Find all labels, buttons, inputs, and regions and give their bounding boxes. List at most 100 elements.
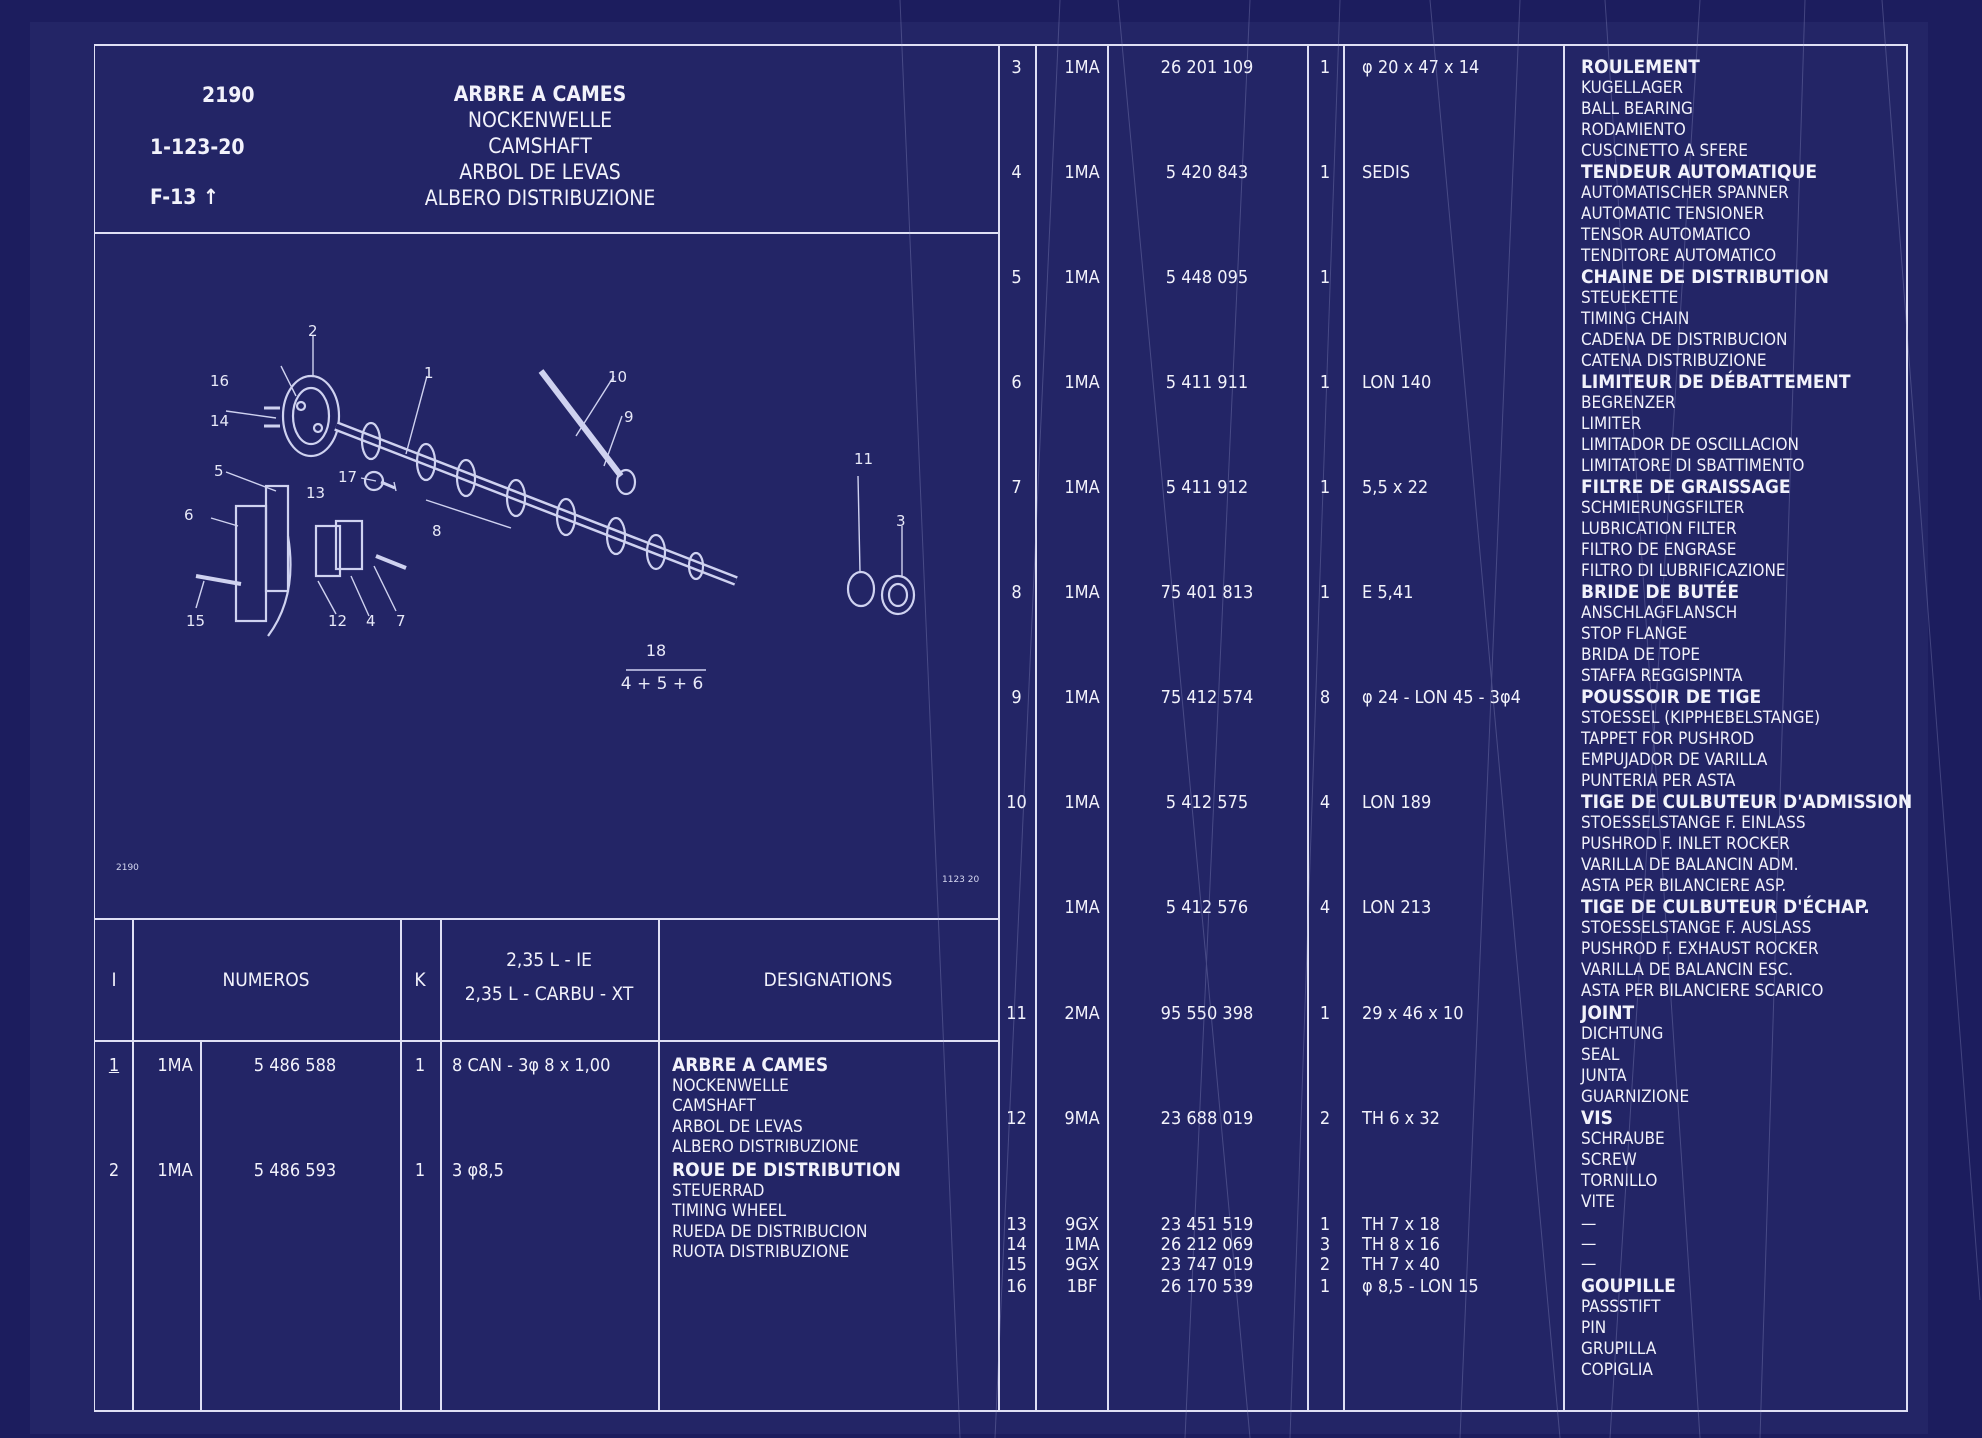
row-designation: STAFFA REGGISPINTA (1581, 666, 1743, 686)
row-number: 26 170 539 (1160, 1276, 1254, 1297)
row-designation: SCHMIERUNGSFILTER (1581, 498, 1745, 518)
row-designation: RODAMIENTO (1581, 120, 1686, 140)
row-number: 26 212 069 (1160, 1234, 1254, 1255)
row-designation-main: ROULEMENT (1581, 56, 1700, 78)
row-designation: JUNTA (1581, 1066, 1627, 1086)
row-qty: 1 (1319, 267, 1331, 288)
callout-label: 11 (854, 450, 873, 468)
grid-line (1906, 44, 1908, 1412)
callout-label: 14 (210, 412, 229, 430)
header-title: CAMSHAFT (488, 134, 592, 158)
callout-label: 10 (608, 368, 627, 386)
row-designation: STEUEKETTE (1581, 288, 1679, 308)
grid-line (94, 44, 1908, 46)
row-number: 95 550 398 (1160, 1003, 1254, 1024)
row-spec: TH 7 x 40 (1362, 1254, 1440, 1275)
row-spec: SEDIS (1362, 162, 1411, 183)
row-spec: φ 24 - LON 45 - 3φ4 (1362, 687, 1521, 708)
grid-line (400, 918, 402, 1412)
row-code: 2MA (1064, 1003, 1100, 1024)
grid-line (1343, 44, 1345, 1412)
row-qty: 1 (1319, 1003, 1331, 1024)
row-number: 75 401 813 (1160, 582, 1254, 603)
row-spec: φ 20 x 47 x 14 (1362, 57, 1480, 78)
row-designation: FILTRO DE ENGRASE (1581, 540, 1737, 560)
row-item: 4 (1011, 162, 1022, 183)
row-qty: 1 (1319, 162, 1331, 183)
group-code: 1-123-20 (150, 135, 245, 159)
row-designation: BEGRENZER (1581, 393, 1676, 413)
callout-label: 12 (328, 612, 347, 630)
row-spec: LON 189 (1362, 792, 1432, 813)
header-title: ARBRE A CAMES (453, 82, 627, 106)
grid-line (132, 918, 134, 1412)
row-designation: STOESSELSTANGE F. EINLASS (1581, 813, 1806, 833)
grid-line (94, 1040, 998, 1042)
row-designation: GUARNIZIONE (1581, 1087, 1690, 1107)
row-designation: PUSHROD F. INLET ROCKER (1581, 834, 1790, 854)
row-designation: FILTRO DI LUBRIFICAZIONE (1581, 561, 1786, 581)
header-title: ALBERO DISTRIBUZIONE (424, 186, 656, 210)
grid-line (94, 44, 95, 1412)
row-spec: 5,5 x 22 (1362, 477, 1429, 498)
row-number: 5 486 588 (253, 1055, 337, 1076)
row-designation: ARBOL DE LEVAS (672, 1116, 803, 1137)
row-designation-main: ROUE DE DISTRIBUTION (672, 1159, 901, 1181)
row-designation: AUTOMATIC TENSIONER (1581, 204, 1765, 224)
row-designation: PUNTERIA PER ASTA (1581, 771, 1736, 791)
row-designation: CUSCINETTO A SFERE (1581, 141, 1748, 161)
row-designation: STOP FLANGE (1581, 624, 1688, 644)
row-item: 6 (1011, 372, 1022, 393)
row-designation: DICHTUNG (1581, 1024, 1664, 1044)
callout-label: 7 (396, 612, 406, 630)
row-designation-main: CHAINE DE DISTRIBUTION (1581, 266, 1829, 288)
header-version-2: 2,35 L - CARBU - XT (464, 983, 634, 1005)
callout-label: 9 (624, 408, 634, 426)
row-designation: GRUPILLA (1581, 1339, 1657, 1359)
callout-label: 2 (308, 322, 318, 340)
row-spec: φ 8,5 - LON 15 (1362, 1276, 1479, 1297)
row-item: 16 (1006, 1276, 1027, 1297)
row-designation: LIMITER (1581, 414, 1642, 434)
row-item: 14 (1006, 1234, 1027, 1255)
diagram-corner-right: 1123 20 (942, 875, 979, 885)
arrow-up-icon: ↑ (196, 185, 219, 209)
row-designation: SCHRAUBE (1581, 1129, 1665, 1149)
row-item: 11 (1006, 1003, 1027, 1024)
row-code: 1MA (157, 1160, 193, 1181)
row-spec: TH 8 x 16 (1362, 1234, 1440, 1255)
row-spec: E 5,41 (1362, 582, 1414, 603)
row-designation: ANSCHLAGFLANSCH (1581, 603, 1738, 623)
row-designation-main: ARBRE A CAMES (672, 1054, 829, 1076)
row-designation: LIMITATORE DI SBATTIMENTO (1581, 456, 1805, 476)
row-number: 23 688 019 (1160, 1108, 1254, 1129)
row-spec: LON 140 (1362, 372, 1432, 393)
callout-label: 1 (424, 364, 434, 382)
row-qty: 1 (414, 1160, 426, 1181)
callout-label: 3 (896, 512, 906, 530)
row-item: 3 (1011, 57, 1022, 78)
row-item: 2 (108, 1160, 120, 1181)
callout-label: 8 (432, 522, 442, 540)
row-designation: SEAL (1581, 1045, 1620, 1065)
callout-label: 5 (214, 462, 224, 480)
row-qty: 8 (1319, 687, 1331, 708)
row-item: 12 (1006, 1108, 1027, 1129)
row-qty: 4 (1319, 897, 1331, 918)
grid-line (440, 918, 442, 1412)
callout-label: 17 (338, 468, 357, 486)
row-number: 5 411 911 (1165, 372, 1249, 393)
kit-composition: 4 + 5 + 6 (621, 674, 704, 694)
row-designation: SCREW (1581, 1150, 1637, 1170)
camshaft-drawing (195, 369, 916, 637)
row-number: 26 201 109 (1160, 57, 1254, 78)
row-designation-main: — (1581, 1254, 1597, 1274)
row-code: 1MA (1064, 582, 1100, 603)
row-designation-main: TIGE DE CULBUTEUR D'ADMISSION (1581, 791, 1913, 813)
row-code: 1BF (1066, 1276, 1098, 1297)
row-designation: ALBERO DISTRIBUZIONE (672, 1137, 859, 1157)
row-designation-main: FILTRE DE GRAISSAGE (1581, 476, 1791, 498)
row-designation-main: GOUPILLE (1581, 1275, 1676, 1297)
row-number: 23 451 519 (1160, 1214, 1254, 1235)
